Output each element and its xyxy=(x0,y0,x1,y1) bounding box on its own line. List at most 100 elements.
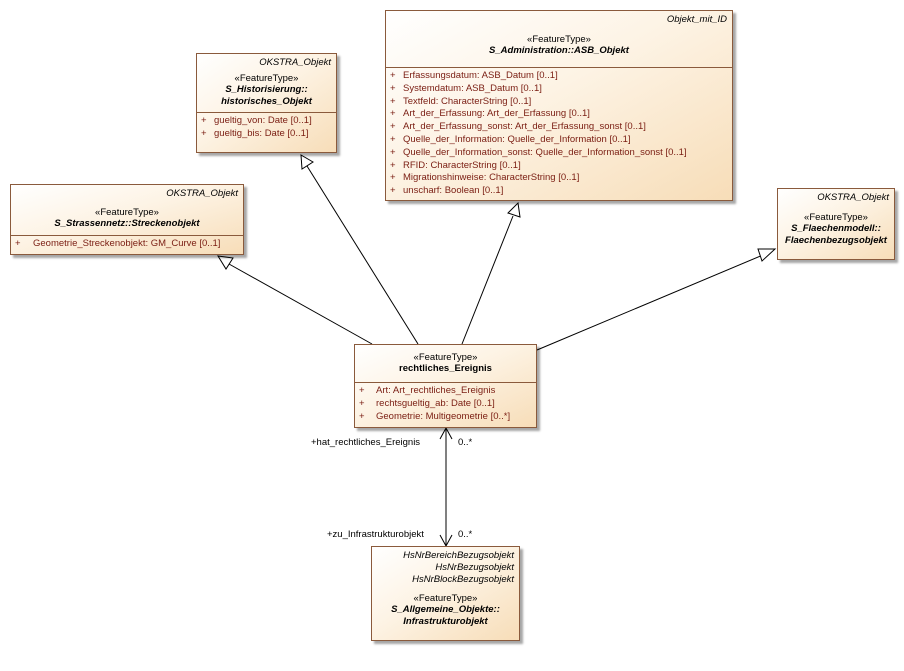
attribute-text: Erfassungsdatum: ASB_Datum [0..1] xyxy=(403,70,558,81)
class-header: Objekt_mit_ID «FeatureType» S_Administra… xyxy=(386,11,732,61)
generalization-arrowhead-flaechenbezugsobjekt xyxy=(757,248,777,262)
class-infrastrukturobjekt[interactable]: HsNrBereichBezugsobjekt HsNrBezugsobjekt… xyxy=(371,546,520,641)
parent-class-label: HsNrBezugsobjekt xyxy=(435,562,514,573)
parent-class-label: HsNrBereichBezugsobjekt xyxy=(403,550,514,561)
attribute-row: + Geometrie_Streckenobjekt: GM_Curve [0..… xyxy=(15,238,239,251)
visibility-marker: + xyxy=(390,172,396,184)
class-name-line2: historisches_Objekt xyxy=(221,96,312,107)
generalization-arrowhead-streckenobjekt xyxy=(217,255,234,270)
class-streckenobjekt[interactable]: OKSTRA_Objekt «FeatureType» S_Strassenne… xyxy=(10,184,244,255)
attribute-row: + Migrationshinweise: CharacterString [0.… xyxy=(390,172,728,185)
generalization-to-asb-objekt[interactable] xyxy=(461,215,514,345)
association-arrowhead-top xyxy=(439,426,453,440)
class-rechtliches-ereignis[interactable]: «FeatureType» rechtliches_Ereignis + Art:… xyxy=(354,344,537,428)
visibility-marker: + xyxy=(390,121,396,133)
attribute-row: + RFID: CharacterString [0..1] xyxy=(390,160,728,173)
stereotype-label: «FeatureType» xyxy=(234,73,299,84)
visibility-marker: + xyxy=(15,238,21,249)
class-name-line1: rechtliches_Ereignis xyxy=(399,363,492,374)
attribute-row: + Art_der_Erfassung_sonst: Art_der_Erfass… xyxy=(390,121,728,134)
visibility-marker: + xyxy=(390,108,396,120)
attribute-row: + Erfassungsdatum: ASB_Datum [0..1] xyxy=(390,70,728,83)
stereotype-label: «FeatureType» xyxy=(527,34,591,45)
attribute-text: RFID: CharacterString [0..1] xyxy=(403,159,521,171)
class-header: OKSTRA_Objekt «FeatureType» S_Strassenne… xyxy=(11,185,243,234)
generalization-to-historisches-objekt[interactable] xyxy=(306,165,419,345)
attribute-row: + Quelle_der_Information_sonst: Quelle_de… xyxy=(390,147,728,160)
association-role-top: +hat_rechtliches_Ereignis xyxy=(311,437,421,448)
class-name-line1: S_Allgemeine_Objekte:: xyxy=(391,604,500,615)
class-name-line2: Infrastrukturobjekt xyxy=(403,616,488,627)
visibility-marker: + xyxy=(359,385,365,396)
visibility-marker: + xyxy=(390,95,396,107)
attribute-compartment: + Geometrie_Streckenobjekt: GM_Curve [0..… xyxy=(11,235,243,254)
generalization-to-flaechenbezugsobjekt[interactable] xyxy=(536,254,764,351)
stereotype-label: «FeatureType» xyxy=(95,207,159,218)
attribute-text: Migrationshinweise: CharacterString [0..… xyxy=(403,172,580,184)
stereotype-label: «FeatureType» xyxy=(413,593,478,604)
attribute-compartment: + Art: Art_rechtliches_Ereignis + rechtsgu… xyxy=(355,382,536,426)
visibility-marker: + xyxy=(390,159,396,171)
attribute-row: + Art: Art_rechtliches_Ereignis xyxy=(359,385,532,398)
visibility-marker: + xyxy=(390,70,396,81)
class-name-line1: S_Historisierung:: xyxy=(225,84,308,95)
attribute-text: gueltig_von: Date [0..1] xyxy=(214,115,312,126)
parent-class-label: Objekt_mit_ID xyxy=(666,14,727,25)
attribute-row: + Textfeld: CharacterString [0..1] xyxy=(390,96,728,109)
class-header: OKSTRA_Objekt «FeatureType» S_Historisie… xyxy=(197,54,336,112)
attribute-text: Systemdatum: ASB_Datum [0..1] xyxy=(403,82,542,94)
generalization-to-streckenobjekt[interactable] xyxy=(228,263,373,345)
stereotype-label: «FeatureType» xyxy=(804,212,868,223)
attribute-row: + Systemdatum: ASB_Datum [0..1] xyxy=(390,83,728,96)
attribute-compartment: + Erfassungsdatum: ASB_Datum [0..1] + Syst… xyxy=(386,67,732,201)
attribute-text: Textfeld: CharacterString [0..1] xyxy=(403,95,532,107)
attribute-text: Quelle_der_Information: Quelle_der_Infor… xyxy=(403,133,631,145)
class-header: OKSTRA_Objekt «FeatureType» S_Flaechenmo… xyxy=(778,189,894,251)
association-role-bottom: +zu_Infrastrukturobjekt xyxy=(327,529,424,540)
generalization-arrowhead-asb-objekt xyxy=(507,201,521,218)
attribute-text: Art_der_Erfassung: Art_der_Erfassung [0.… xyxy=(403,108,590,120)
parent-class-label: HsNrBlockBezugsobjekt xyxy=(412,574,514,585)
parent-class-label: OKSTRA_Objekt xyxy=(166,188,238,199)
class-historisches-objekt[interactable]: OKSTRA_Objekt «FeatureType» S_Historisie… xyxy=(196,53,337,153)
visibility-marker: + xyxy=(359,410,365,422)
visibility-marker: + xyxy=(390,185,396,197)
class-asb-objekt[interactable]: Objekt_mit_ID «FeatureType» S_Administra… xyxy=(385,10,733,201)
attribute-text: Art_der_Erfassung_sonst: Art_der_Erfassu… xyxy=(403,121,646,133)
parent-class-label: OKSTRA_Objekt xyxy=(259,57,331,68)
stereotype-label: «FeatureType» xyxy=(413,352,478,363)
attribute-row: + gueltig_von: Date [0..1] xyxy=(201,115,332,128)
attribute-row: + Quelle_der_Information: Quelle_der_Info… xyxy=(390,134,728,147)
class-name-line2: Flaechenbezugsobjekt xyxy=(785,235,887,246)
attribute-row: + unscharf: Boolean [0..1] xyxy=(390,185,728,198)
attribute-row: + rechtsgueltig_ab: Date [0..1] xyxy=(359,398,532,411)
attribute-text: Quelle_der_Information_sonst: Quelle_der… xyxy=(403,146,687,158)
attribute-row: + Geometrie: Multigeometrie [0..*] xyxy=(359,411,532,424)
class-name-line1: S_Strassennetz::Streckenobjekt xyxy=(54,218,200,229)
attribute-row: + gueltig_bis: Date [0..1] xyxy=(201,128,332,141)
attribute-text: Geometrie: Multigeometrie [0..*] xyxy=(376,410,511,422)
attribute-text: Geometrie_Streckenobjekt: GM_Curve [0..1… xyxy=(33,238,221,249)
attribute-row: + Art_der_Erfassung: Art_der_Erfassung [0… xyxy=(390,108,728,121)
visibility-marker: + xyxy=(390,82,396,94)
attribute-text: rechtsgueltig_ab: Date [0..1] xyxy=(376,397,495,409)
visibility-marker: + xyxy=(390,133,396,145)
visibility-marker: + xyxy=(201,115,207,126)
class-header: HsNrBereichBezugsobjekt HsNrBezugsobjekt… xyxy=(372,547,519,632)
visibility-marker: + xyxy=(359,397,365,409)
visibility-marker: + xyxy=(201,127,207,139)
attribute-text: Art: Art_rechtliches_Ereignis xyxy=(376,385,496,396)
class-flaechenbezugsobjekt[interactable]: OKSTRA_Objekt «FeatureType» S_Flaechenmo… xyxy=(777,188,895,260)
attribute-text: gueltig_bis: Date [0..1] xyxy=(214,127,309,139)
parent-class-label: OKSTRA_Objekt xyxy=(817,192,889,203)
visibility-marker: + xyxy=(390,146,396,158)
generalization-arrowhead-historisches-objekt xyxy=(300,154,314,170)
attribute-text: unscharf: Boolean [0..1] xyxy=(403,185,504,197)
association-multiplicity-top: 0..* xyxy=(458,437,473,448)
association-multiplicity-bottom: 0..* xyxy=(458,529,473,540)
attribute-compartment: + gueltig_von: Date [0..1] + gueltig_bis: … xyxy=(197,112,336,144)
class-name-line1: S_Administration::ASB_Objekt xyxy=(489,45,629,56)
class-name-line1: S_Flaechenmodell:: xyxy=(791,223,881,234)
class-header: «FeatureType» rechtliches_Ereignis xyxy=(355,345,536,382)
